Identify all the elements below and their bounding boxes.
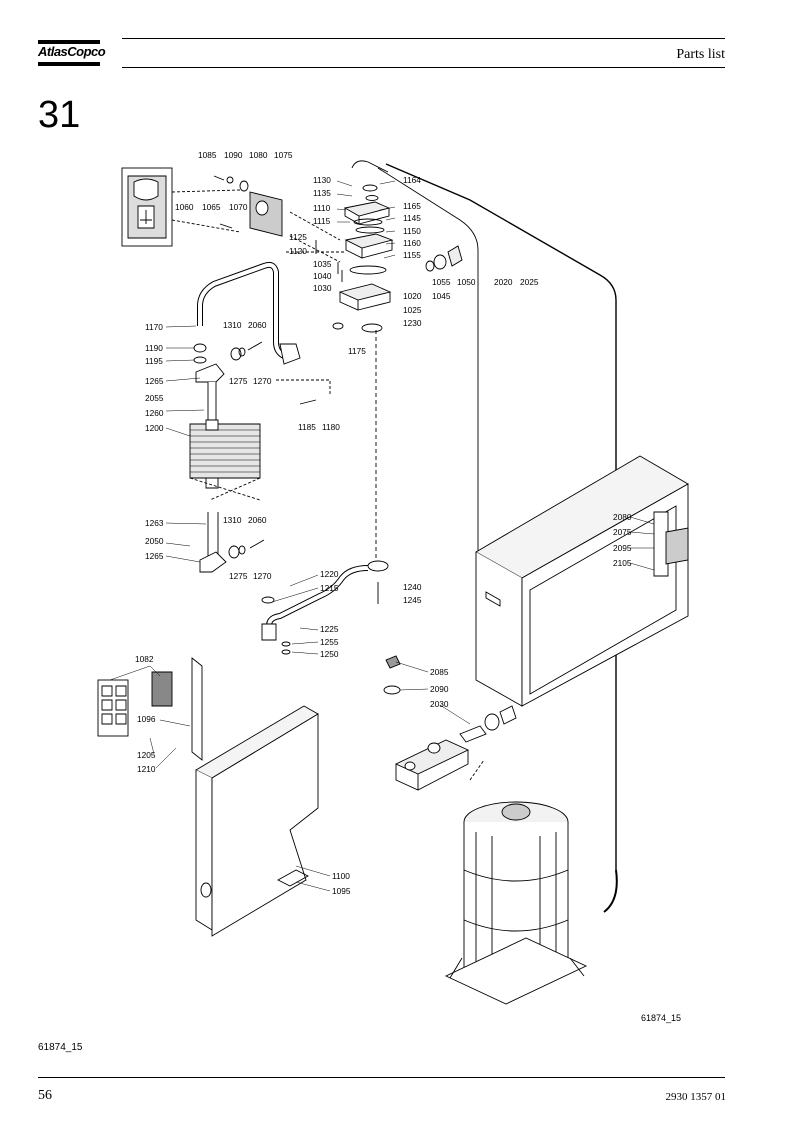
frame-bracket bbox=[195, 705, 319, 937]
callout-1090: 1090 bbox=[224, 150, 243, 160]
callout-2050: 2050 bbox=[145, 536, 164, 546]
callout-1200: 1200 bbox=[145, 423, 164, 433]
callout-1100: 1100 bbox=[332, 871, 350, 881]
callout-1175: 1175 bbox=[348, 346, 366, 356]
section-number: 31 bbox=[38, 94, 81, 136]
callout-1065: 1065 bbox=[202, 202, 221, 212]
header-rule-top bbox=[122, 38, 725, 39]
callout-1250: 1250 bbox=[320, 649, 339, 659]
callout-1230: 1230 bbox=[403, 318, 422, 328]
callout-1095: 1095 bbox=[332, 886, 351, 896]
callout-1225: 1225 bbox=[320, 624, 339, 634]
callout-1082: 1082 bbox=[135, 654, 154, 664]
logo-top-bar bbox=[38, 40, 100, 44]
bracket-assembly bbox=[213, 175, 283, 237]
callout-1150: 1150 bbox=[403, 226, 421, 236]
callout-1185: 1185 bbox=[298, 422, 316, 432]
callout-1215: 1215 bbox=[320, 583, 339, 593]
callout-1170: 1170 bbox=[145, 322, 163, 332]
callout-1045: 1045 bbox=[432, 291, 451, 301]
page-title: Parts list bbox=[676, 47, 725, 62]
callout-2025: 2025 bbox=[520, 277, 539, 287]
callout-1220: 1220 bbox=[320, 569, 339, 579]
valve-stack bbox=[286, 160, 463, 333]
callout-2085: 2085 bbox=[430, 667, 449, 677]
callout-1060: 1060 bbox=[175, 202, 194, 212]
logo-bottom-bar bbox=[38, 62, 100, 66]
electrical-cabinet bbox=[475, 455, 689, 707]
callout-1115: 1115 bbox=[313, 216, 331, 226]
page-number: 56 bbox=[38, 1088, 52, 1103]
callout-2075: 2075 bbox=[613, 527, 632, 537]
callout-1135: 1135 bbox=[313, 188, 331, 198]
callout-labels: 1085 1090 1080 1075 1060 1065 1070 1130 … bbox=[135, 150, 632, 896]
callout-1275-upper: 1275 bbox=[229, 376, 248, 386]
callout-1030: 1030 bbox=[313, 283, 332, 293]
cooler-assembly bbox=[189, 341, 331, 573]
callout-2105: 2105 bbox=[613, 558, 632, 568]
callout-1020: 1020 bbox=[403, 291, 422, 301]
callout-2030: 2030 bbox=[430, 699, 449, 709]
hoses bbox=[375, 163, 618, 913]
logo-text: AtlasCopco bbox=[38, 44, 106, 59]
callout-1075: 1075 bbox=[274, 150, 293, 160]
decal-sheet bbox=[97, 657, 203, 761]
callout-1120: 1120 bbox=[289, 246, 307, 256]
callout-2020: 2020 bbox=[494, 277, 513, 287]
upper-pipe bbox=[197, 261, 301, 365]
callout-1245: 1245 bbox=[403, 595, 422, 605]
callout-1310-lower: 1310 bbox=[223, 515, 242, 525]
drain-valve bbox=[383, 655, 517, 791]
callout-1130: 1130 bbox=[313, 175, 331, 185]
document-number: 2930 1357 01 bbox=[665, 1091, 727, 1103]
callout-1096: 1096 bbox=[137, 714, 156, 724]
callout-2060-lower: 2060 bbox=[248, 515, 267, 525]
callout-1160: 1160 bbox=[403, 238, 421, 248]
atlas-copco-logo: AtlasCopco bbox=[38, 40, 106, 68]
figure-code: 61874_15 bbox=[641, 1013, 682, 1023]
callout-2080: 2080 bbox=[613, 512, 632, 522]
drain-detail-inset bbox=[121, 167, 241, 247]
callout-1110: 1110 bbox=[313, 203, 331, 213]
callout-1270-lower: 1270 bbox=[253, 571, 272, 581]
callout-1050: 1050 bbox=[457, 277, 476, 287]
callout-1265-lower: 1265 bbox=[145, 551, 164, 561]
callout-1164: 1164 bbox=[403, 175, 421, 185]
callout-1190: 1190 bbox=[145, 343, 163, 353]
callout-1035: 1035 bbox=[313, 259, 332, 269]
callout-1195: 1195 bbox=[145, 356, 163, 366]
header-rule-bottom bbox=[122, 67, 725, 68]
footer-rule bbox=[38, 1077, 725, 1078]
figure-caption: 61874_15 bbox=[38, 1042, 83, 1053]
callout-1180: 1180 bbox=[322, 422, 340, 432]
callout-1165: 1165 bbox=[403, 201, 421, 211]
callout-1275-lower: 1275 bbox=[229, 571, 248, 581]
lower-pipe bbox=[261, 560, 389, 655]
leader-lines bbox=[109, 180, 655, 892]
callout-1125: 1125 bbox=[289, 232, 307, 242]
callout-1265-upper: 1265 bbox=[145, 376, 164, 386]
callout-1040: 1040 bbox=[313, 271, 332, 281]
callout-2055: 2055 bbox=[145, 393, 164, 403]
callout-1263: 1263 bbox=[145, 518, 164, 528]
callout-1070: 1070 bbox=[229, 202, 248, 212]
pressure-vessel bbox=[444, 801, 588, 1005]
callout-1055: 1055 bbox=[432, 277, 451, 287]
callout-1260: 1260 bbox=[145, 408, 164, 418]
callout-1080: 1080 bbox=[249, 150, 268, 160]
callout-1270-upper: 1270 bbox=[253, 376, 272, 386]
callout-1155: 1155 bbox=[403, 250, 421, 260]
callout-2060-upper: 2060 bbox=[248, 320, 267, 330]
callout-2095: 2095 bbox=[613, 543, 632, 553]
callout-1085: 1085 bbox=[198, 150, 217, 160]
callout-1240: 1240 bbox=[403, 582, 422, 592]
callout-1025: 1025 bbox=[403, 305, 422, 315]
callout-2090: 2090 bbox=[430, 684, 449, 694]
callout-1310-upper: 1310 bbox=[223, 320, 242, 330]
callout-1210: 1210 bbox=[137, 764, 156, 774]
callout-1205: 1205 bbox=[137, 750, 156, 760]
callout-1145: 1145 bbox=[403, 213, 421, 223]
callout-1255: 1255 bbox=[320, 637, 339, 647]
